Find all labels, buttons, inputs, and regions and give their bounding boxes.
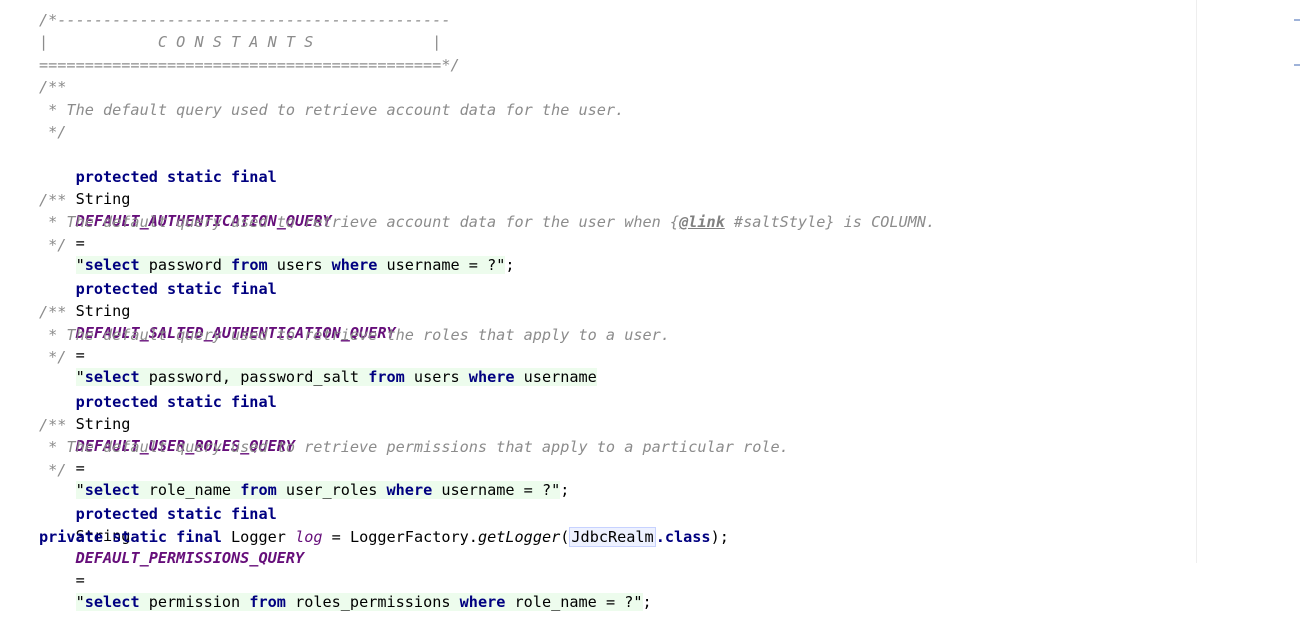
statement-end: ;	[642, 593, 652, 611]
javadoc-close: */	[39, 123, 67, 141]
modifiers: private static final	[39, 528, 222, 546]
code-line-logger[interactable]: private static final Logger log = Logger…	[39, 527, 729, 547]
javadoc-text: * The default query used to retrieve acc…	[39, 213, 936, 231]
scrollbar-marker[interactable]	[1294, 19, 1300, 21]
type-name: String	[75, 302, 131, 320]
code-line-user-roles-query[interactable]: protected static final String DEFAULT_US…	[39, 369, 569, 499]
code-line-permissions-query[interactable]: protected static final String DEFAULT_PE…	[39, 481, 652, 611]
scrollbar-marker[interactable]	[1294, 64, 1300, 66]
type-name: String	[75, 527, 131, 545]
javadoc-open: /**	[39, 303, 67, 321]
modifiers: protected static final	[75, 505, 277, 523]
statement-end: ;	[505, 256, 515, 274]
string-literal: "select permission from roles_permission…	[75, 593, 643, 611]
modifiers: protected static final	[75, 168, 277, 186]
constant-name[interactable]: DEFAULT_PERMISSIONS_QUERY	[75, 549, 305, 567]
assign-operator: =	[75, 571, 85, 589]
type-name: String	[75, 190, 131, 208]
statement-end: ;	[560, 481, 570, 499]
right-margin-guide	[1196, 0, 1197, 563]
assign-operator: =	[322, 528, 350, 546]
class-ref[interactable]: LoggerFactory.	[349, 528, 478, 546]
javadoc-open: /**	[39, 416, 67, 434]
constant-name[interactable]: DEFAULT_USER_ROLES_QUERY	[75, 437, 296, 455]
javadoc-close: */	[39, 236, 67, 254]
string-literal: "select password, password_salt from use…	[75, 368, 597, 386]
code-line-auth-query[interactable]: protected static final String DEFAULT_AU…	[39, 144, 515, 274]
javadoc-link-tag[interactable]: @link	[679, 213, 725, 231]
javadoc-open: /**	[39, 78, 67, 96]
javadoc-open: /**	[39, 191, 67, 209]
method-call[interactable]: getLogger	[477, 528, 561, 546]
assign-operator: =	[75, 234, 85, 252]
field-name[interactable]: log	[295, 528, 323, 546]
type-name: Logger	[231, 528, 286, 546]
javadoc-close: */	[39, 461, 67, 479]
comment-line-constants-header: | C O N S T A N T S |	[39, 33, 442, 51]
type-name: String	[75, 415, 131, 433]
code-editor[interactable]: /*--------------------------------------…	[0, 0, 1300, 611]
class-keyword: .class	[655, 528, 711, 546]
javadoc-text: * The default query used to retrieve the…	[39, 326, 670, 344]
javadoc-text: * The default query used to retrieve per…	[39, 438, 789, 456]
comment-line: /*--------------------------------------…	[39, 11, 451, 29]
javadoc-close: */	[39, 348, 67, 366]
constant-name[interactable]: DEFAULT_SALTED_AUTHENTICATION_QUERY	[75, 324, 396, 342]
string-literal: "select password from users where userna…	[75, 256, 506, 274]
class-ref-highlighted[interactable]: JdbcRealm	[569, 527, 656, 547]
assign-operator: =	[75, 459, 85, 477]
modifiers: protected static final	[75, 393, 277, 411]
code-line-salted-auth-query[interactable]: protected static final String DEFAULT_SA…	[39, 256, 597, 386]
constant-name[interactable]: DEFAULT_AUTHENTICATION_QUERY	[75, 212, 332, 230]
assign-operator: =	[75, 346, 85, 364]
modifiers: protected static final	[75, 280, 277, 298]
string-literal: "select role_name from user_roles where …	[75, 481, 561, 499]
comment-line: ========================================…	[39, 56, 460, 74]
javadoc-text: * The default query used to retrieve acc…	[39, 101, 625, 119]
